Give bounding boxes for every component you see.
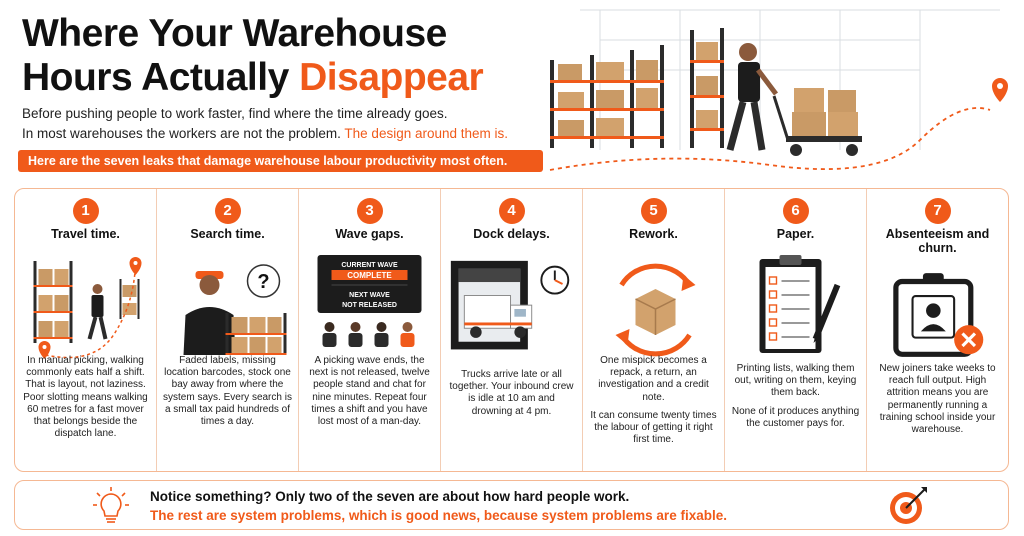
leak-body: Printing lists, walking them out, writin… bbox=[731, 363, 860, 436]
leak-body-text: None of it produces anything the custome… bbox=[731, 405, 860, 429]
travel-illustration bbox=[21, 255, 150, 363]
svg-text:?: ? bbox=[257, 271, 269, 293]
leak-body: New joiners take weeks to reach full out… bbox=[873, 363, 1002, 442]
sign-line-2: COMPLETE bbox=[347, 271, 392, 280]
location-pin-icon bbox=[129, 257, 142, 275]
leak-body-text: It can consume twenty times the labour o… bbox=[590, 409, 717, 446]
leak-body: In manual picking, walking commonly eats… bbox=[21, 355, 150, 446]
leak-number: 4 bbox=[498, 198, 525, 224]
subtitle-accent: The design around them is. bbox=[344, 126, 509, 141]
leaks-grid: 1 Travel time. bbox=[14, 188, 1009, 472]
paper-illustration bbox=[731, 255, 860, 363]
leak-body-text: Faded labels, missing location barcodes,… bbox=[163, 355, 292, 428]
title-line-2: Hours Actually Disappear bbox=[22, 56, 484, 100]
sign-line-1: CURRENT WAVE bbox=[341, 262, 398, 269]
leak-body-text: New joiners take weeks to reach full out… bbox=[879, 363, 996, 436]
leak-title: Travel time. bbox=[51, 227, 120, 241]
leak-number: 6 bbox=[782, 198, 809, 224]
footer-line-1: Notice something? Only two of the seven … bbox=[150, 489, 630, 504]
location-pin-icon bbox=[992, 78, 1008, 102]
leak-number: 3 bbox=[356, 198, 383, 224]
title-accent-word: Disappear bbox=[299, 56, 484, 99]
subtitle-line-2-prefix: In most warehouses the workers are not t… bbox=[22, 126, 341, 141]
location-pin-icon bbox=[38, 341, 51, 359]
leak-title: Paper. bbox=[776, 227, 815, 241]
checklist-icon bbox=[759, 255, 822, 353]
sign-line-4: NOT RELEASED bbox=[342, 302, 397, 309]
page-title: Where Your Warehouse Hours Actually Disa… bbox=[22, 12, 484, 100]
close-icon bbox=[954, 325, 984, 355]
leak-body: Trucks arrive late or all together. Your… bbox=[447, 369, 576, 424]
leak-title: Rework. bbox=[629, 227, 678, 241]
leak-title: Absenteeism and churn. bbox=[885, 227, 990, 255]
footer-callout: Notice something? Only two of the seven … bbox=[14, 480, 1009, 530]
leak-body-text: Printing lists, walking them out, writin… bbox=[734, 363, 857, 399]
title-line-1: Where Your Warehouse bbox=[22, 12, 447, 55]
leak-card-dock-delays: 4 Dock delays. Trucks arrive late or a bbox=[441, 189, 583, 471]
wave-illustration: CURRENT WAVE COMPLETE NEXT WAVE NOT RELE… bbox=[305, 255, 434, 363]
leak-body: A picking wave ends, the next is not rel… bbox=[305, 355, 434, 434]
hero-illustration bbox=[540, 0, 1024, 180]
leak-title: Wave gaps. bbox=[335, 227, 404, 241]
footer-line-2: The rest are system problems, which is g… bbox=[150, 508, 727, 523]
leak-card-travel-time: 1 Travel time. bbox=[15, 189, 157, 471]
leak-body: Faded labels, missing location barcodes,… bbox=[163, 355, 292, 434]
intro-banner: Here are the seven leaks that damage war… bbox=[18, 150, 543, 172]
subtitle: Before pushing people to work faster, fi… bbox=[22, 104, 562, 144]
user-icon bbox=[911, 294, 956, 339]
leak-body-text: One mispick becomes a repack, a return, … bbox=[598, 355, 709, 403]
dock-illustration bbox=[447, 255, 576, 363]
subtitle-line-1: Before pushing people to work faster, fi… bbox=[22, 106, 448, 121]
clock-icon bbox=[540, 265, 570, 295]
leak-number: 5 bbox=[640, 198, 667, 224]
search-illustration: ? bbox=[163, 255, 292, 363]
leak-card-search-time: 2 Search time. ? Faded labels, missing l… bbox=[157, 189, 299, 471]
subtitle-line-2: In most warehouses the workers are not t… bbox=[22, 124, 562, 144]
leak-body-text: A picking wave ends, the next is not rel… bbox=[309, 355, 430, 428]
leak-card-paper: 6 Paper. Printi bbox=[725, 189, 867, 471]
absentee-illustration bbox=[873, 267, 1002, 375]
rework-illustration bbox=[589, 255, 718, 363]
leak-number: 2 bbox=[214, 198, 241, 224]
lightbulb-icon bbox=[93, 487, 129, 523]
sign-line-3: NEXT WAVE bbox=[349, 292, 390, 299]
leak-body-text: In manual picking, walking commonly eats… bbox=[23, 355, 148, 440]
leak-body: One mispick becomes a repack, a return, … bbox=[589, 355, 718, 452]
leak-title: Dock delays. bbox=[473, 227, 550, 241]
leak-body-text: Trucks arrive late or all together. Your… bbox=[449, 369, 574, 417]
leak-card-rework: 5 Rework. One mispick becomes a repack, … bbox=[583, 189, 725, 471]
question-icon: ? bbox=[246, 264, 281, 298]
leak-number: 7 bbox=[924, 198, 951, 224]
leak-number: 1 bbox=[72, 198, 99, 224]
pen-icon bbox=[812, 283, 841, 343]
leak-card-absenteeism: 7 Absenteeism and churn. New joiners tak… bbox=[867, 189, 1008, 471]
title-line-2-prefix: Hours Actually bbox=[22, 56, 289, 99]
leak-title: Search time. bbox=[190, 227, 265, 241]
target-icon bbox=[890, 487, 927, 524]
leak-card-wave-gaps: 3 Wave gaps. CURRENT WAVE COMPLETE NEXT … bbox=[299, 189, 441, 471]
